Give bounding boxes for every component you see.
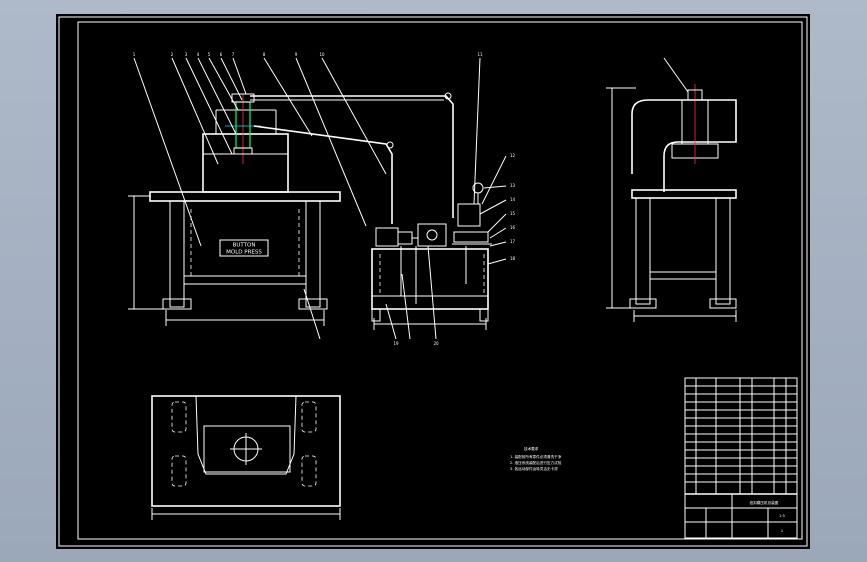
drawing-title: 纽扣模压机总装图 — [750, 500, 779, 505]
svg-text:6: 6 — [220, 52, 223, 57]
svg-text:19: 19 — [393, 341, 399, 346]
svg-text:4: 4 — [197, 52, 200, 57]
svg-text:11: 11 — [477, 52, 483, 57]
note-1: 1. 装配前所有零件必须清洗干净 — [510, 454, 562, 459]
notes-title: 技术要求 — [524, 446, 539, 451]
svg-text:16: 16 — [510, 225, 516, 230]
assembly-drawing: BUTTON MOLD PRESS — [58, 16, 808, 547]
svg-text:14: 14 — [510, 197, 516, 202]
title-block: 纽扣模压机总装图 1:5 1 — [684, 377, 798, 539]
hydraulic-power-unit: 11 12 13 14 15 16 17 18 19 20 — [371, 52, 516, 346]
svg-text:1: 1 — [133, 52, 136, 57]
side-view-press — [606, 57, 737, 322]
drawing-sheet: BUTTON MOLD PRESS — [56, 14, 810, 549]
svg-text:17: 17 — [510, 239, 516, 244]
drawing-sheet-number: 1 — [781, 529, 783, 533]
svg-text:7: 7 — [232, 52, 235, 57]
svg-text:3: 3 — [185, 52, 188, 57]
drawing-scale: 1:5 — [779, 514, 785, 518]
svg-text:20: 20 — [433, 341, 439, 346]
note-3: 3. 各运动部件运转灵活无卡滞 — [510, 466, 558, 471]
svg-text:12: 12 — [510, 153, 516, 158]
hydraulic-piping — [250, 92, 454, 224]
technical-notes: 技术要求 1. 装配前所有零件必须清洗干净 2. 液压系统装配后进行压力试验 3… — [510, 446, 562, 471]
svg-text:10: 10 — [319, 52, 325, 57]
note-2: 2. 液压系统装配后进行压力试验 — [510, 460, 562, 465]
svg-text:2: 2 — [171, 52, 174, 57]
nameplate-line2: MOLD PRESS — [226, 250, 262, 256]
top-view-press — [151, 395, 341, 520]
svg-text:15: 15 — [510, 211, 516, 216]
svg-text:9: 9 — [295, 52, 298, 57]
inner-frame — [77, 21, 803, 540]
nameplate-line1: BUTTON — [233, 243, 256, 249]
svg-text:5: 5 — [208, 52, 211, 57]
svg-text:18: 18 — [510, 256, 516, 261]
svg-text:13: 13 — [510, 183, 516, 188]
svg-text:8: 8 — [263, 52, 266, 57]
front-view-press: BUTTON MOLD PRESS — [128, 52, 387, 340]
outer-frame — [58, 16, 808, 547]
